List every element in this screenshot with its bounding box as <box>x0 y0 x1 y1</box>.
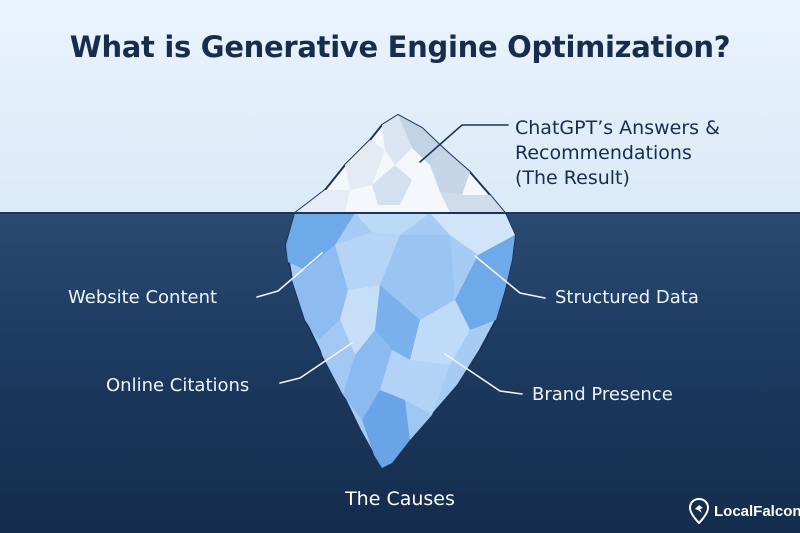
leader-line-brand-presence <box>444 353 523 395</box>
leader-line-online-citations <box>279 342 353 384</box>
label-brand-presence: Brand Presence <box>532 384 673 405</box>
leader-line-result <box>419 124 509 163</box>
brand-name: LocalFalcon <box>714 502 800 520</box>
causes-label: The Causes <box>345 488 455 510</box>
result-label-line-2: Recommendations <box>515 142 692 164</box>
result-label-line-1: ChatGPT’s Answers & <box>515 117 720 139</box>
label-online-citations: Online Citations <box>106 375 250 396</box>
label-structured-data: Structured Data <box>555 287 699 308</box>
label-website-content: Website Content <box>68 287 218 308</box>
result-label: ChatGPT’s Answers & Recommendations (The… <box>515 116 720 191</box>
page-title: What is Generative Engine Optimization? <box>69 30 731 64</box>
brand-logo: LocalFalcon <box>688 498 800 524</box>
location-pin-falcon-icon <box>688 498 710 524</box>
result-label-line-3: (The Result) <box>515 167 630 189</box>
leader-line-structured-data <box>474 255 546 299</box>
iceberg-underwater <box>284 212 517 470</box>
iceberg-tip <box>294 114 506 214</box>
leader-line-website-content <box>256 252 323 298</box>
leader-lines <box>256 124 546 395</box>
